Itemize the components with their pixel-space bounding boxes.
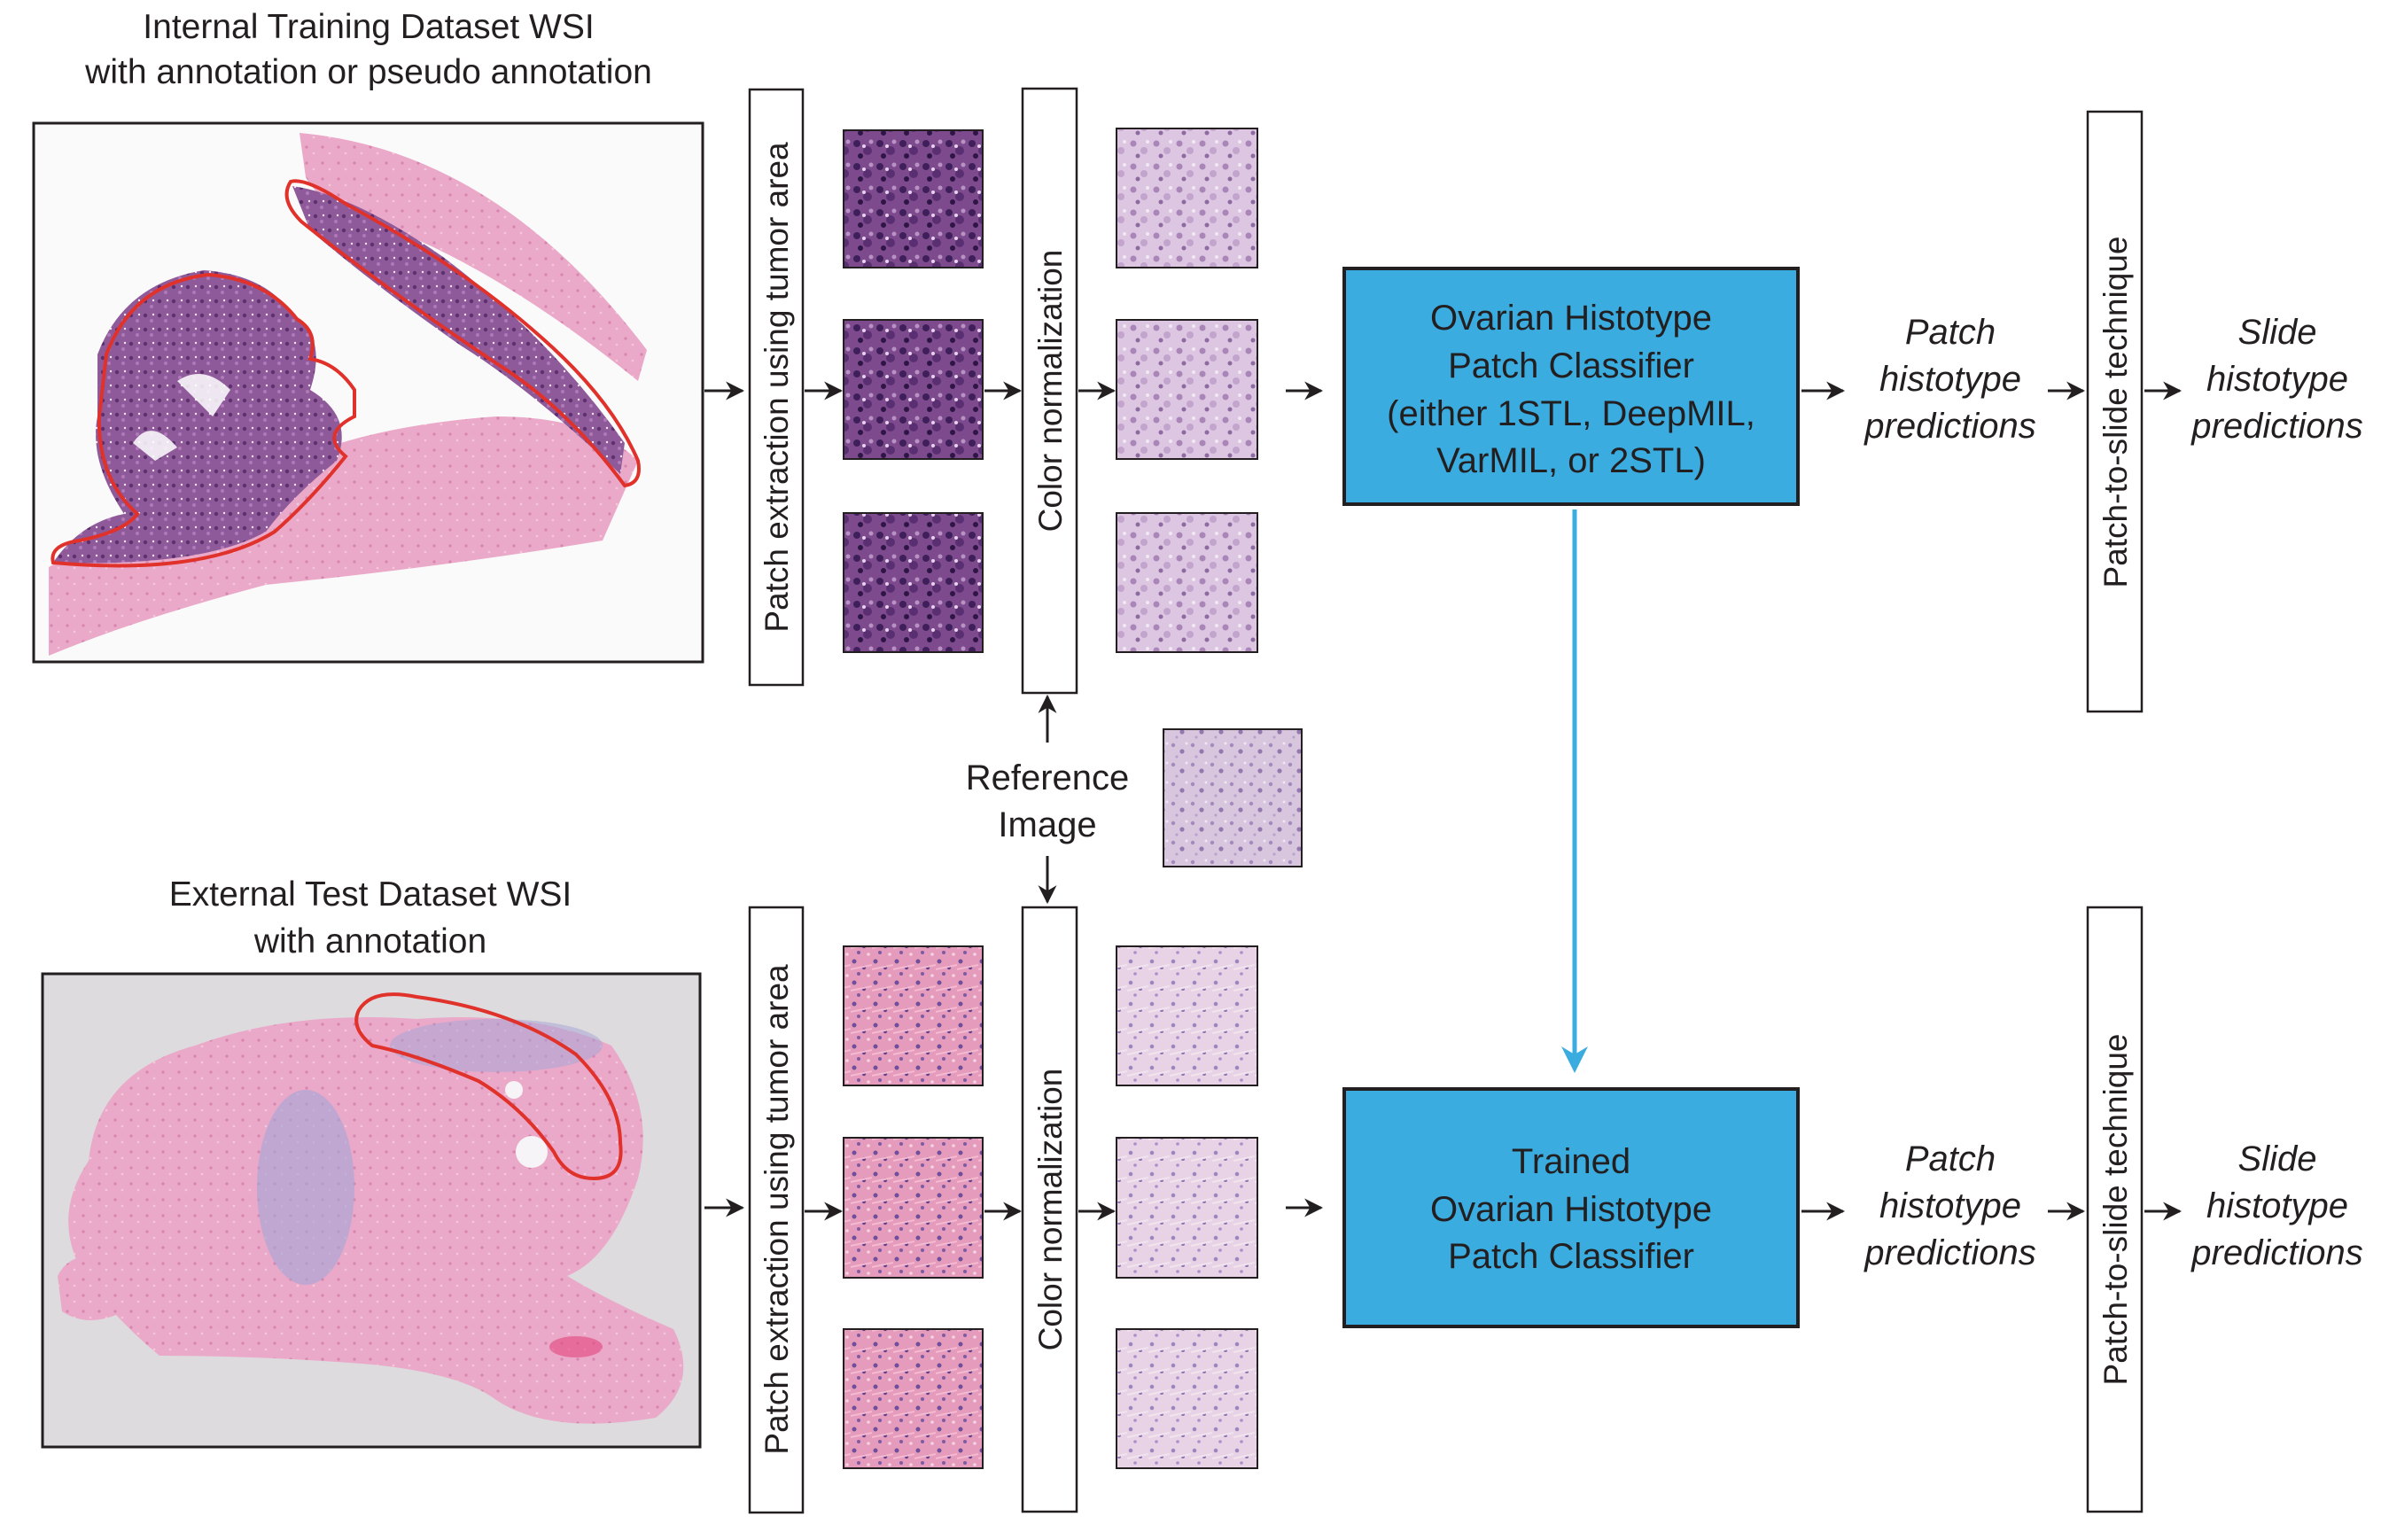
test-patch-to-slide-label: Patch-to-slide technique [2097,1034,2134,1386]
test-slide-pred-line2: histotype [2206,1186,2348,1225]
train-raw-patch-3 [843,512,984,653]
test-raw-patch-3 [843,1328,984,1469]
train-patch-to-slide-box: Patch-to-slide technique [2086,110,2144,713]
train-classifier-box: Ovarian Histotype Patch Classifier (eith… [1342,267,1800,506]
test-patch-pred-line2: histotype [1879,1186,2021,1225]
test-patch-pred-line1: Patch [1905,1139,1996,1178]
test-patch-pred-line3: predictions [1864,1233,2035,1272]
test-patch-extraction-box: Patch extraction using tumor area [748,906,805,1514]
train-raw-patch-1 [843,129,984,268]
train-slide-pred-line2: histotype [2206,360,2348,399]
test-slide-pred-line3: predictions [2190,1233,2362,1272]
train-wsi-title-line1: Internal Training Dataset WSI [143,8,594,46]
train-classifier-line2: Patch Classifier [1448,346,1694,385]
train-wsi-image [32,121,704,664]
test-normalized-patch-3 [1116,1328,1258,1469]
train-slide-predictions: Slide histotype predictions [2190,313,2362,446]
train-slide-pred-line3: predictions [2190,407,2362,446]
test-classifier-box: Trained Ovarian Histotype Patch Classifi… [1342,1087,1800,1328]
test-classifier-line1: Trained [1512,1142,1630,1181]
test-wsi-title-line2: with annotation [253,922,486,961]
test-wsi-title-line1: External Test Dataset WSI [169,875,572,914]
test-classifier-line2: Ovarian Histotype [1430,1190,1712,1229]
test-slide-predictions: Slide histotype predictions [2190,1139,2362,1272]
train-color-normalization-box: Color normalization [1021,87,1078,695]
train-slide-pred-line1: Slide [2238,313,2317,352]
train-classifier-line1: Ovarian Histotype [1430,299,1712,338]
test-raw-patch-2 [843,1137,984,1279]
reference-label-line2: Image [998,805,1096,844]
test-normalized-patch-2 [1116,1137,1258,1279]
test-slide-pred-line1: Slide [2238,1139,2317,1178]
train-normalized-patch-3 [1116,512,1258,653]
train-patch-pred-line2: histotype [1879,360,2021,399]
test-wsi-image [41,972,702,1449]
train-classifier-line3: (either 1STL, DeepMIL, [1387,394,1755,433]
test-patch-extraction-label: Patch extraction using tumor area [759,964,795,1455]
test-patch-predictions: Patch histotype predictions [1864,1139,2035,1272]
test-normalized-patch-1 [1116,945,1258,1086]
reference-image [1163,728,1303,867]
test-color-normalization-label: Color normalization [1032,1069,1069,1351]
reference-label-line1: Reference [966,758,1130,797]
test-classifier-line3: Patch Classifier [1448,1237,1694,1276]
train-patch-extraction-label: Patch extraction using tumor area [759,142,795,633]
test-raw-patch-1 [843,945,984,1086]
train-patch-predictions: Patch histotype predictions [1864,313,2035,446]
test-color-normalization-box: Color normalization [1021,906,1078,1513]
train-classifier-line4: VarMIL, or 2STL) [1436,441,1706,480]
train-patch-pred-line1: Patch [1905,313,1996,352]
train-patch-extraction-box: Patch extraction using tumor area [748,88,805,687]
train-color-normalization-label: Color normalization [1032,250,1069,533]
train-normalized-patch-1 [1116,128,1258,268]
test-patch-to-slide-box: Patch-to-slide technique [2086,906,2144,1513]
train-patch-pred-line3: predictions [1864,407,2035,446]
train-raw-patch-2 [843,319,984,460]
train-patch-to-slide-label: Patch-to-slide technique [2097,237,2134,588]
train-wsi-title-line2: with annotation or pseudo annotation [84,53,652,91]
train-normalized-patch-2 [1116,319,1258,460]
